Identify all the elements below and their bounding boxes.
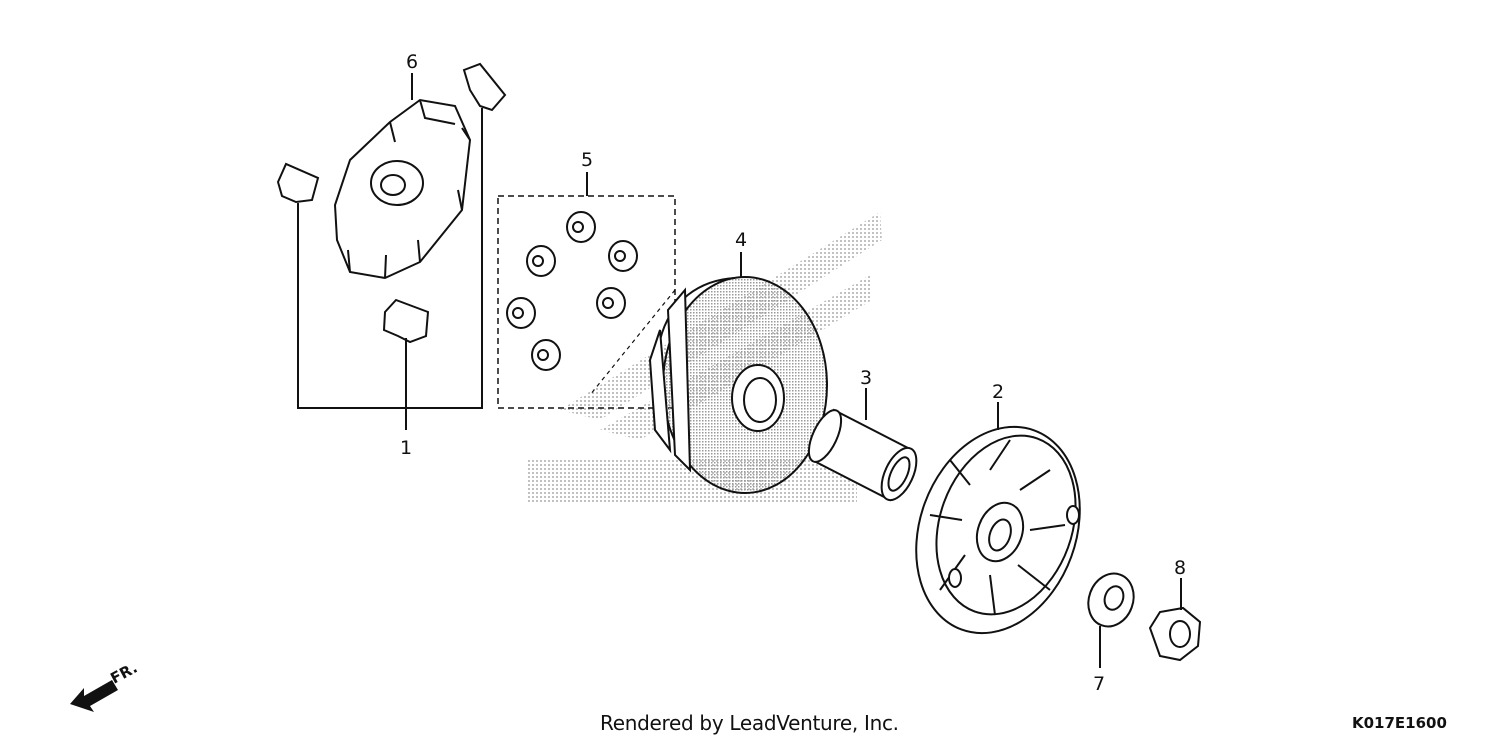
render-credit: Rendered by LeadVenture, Inc. — [600, 711, 899, 735]
callout-4: 4 — [735, 229, 747, 251]
movable-fan-pulley-part-2 — [915, 425, 1081, 635]
ramp-plate-part-6 — [333, 98, 472, 280]
diagram-code: K017E1600 — [1352, 714, 1447, 732]
weight-rollers-part-5 — [506, 211, 638, 371]
callout-8: 8 — [1174, 557, 1186, 579]
roller-group-connector — [589, 289, 676, 396]
callout-1: 1 — [400, 437, 412, 459]
slider-group-bracket — [297, 108, 483, 409]
front-direction-arrow-icon: FR. — [70, 659, 140, 712]
callout-6: 6 — [406, 51, 418, 73]
washer-part-7 — [1087, 572, 1135, 628]
callout-3: 3 — [860, 367, 872, 389]
callout-2: 2 — [992, 381, 1004, 403]
collar-part-3 — [807, 408, 918, 502]
callout-7: 7 — [1093, 673, 1105, 695]
drive-pulley-face-part-4 — [648, 276, 828, 494]
nut-part-8 — [1148, 606, 1202, 662]
slider-piece — [276, 62, 507, 344]
callout-5: 5 — [581, 149, 593, 171]
